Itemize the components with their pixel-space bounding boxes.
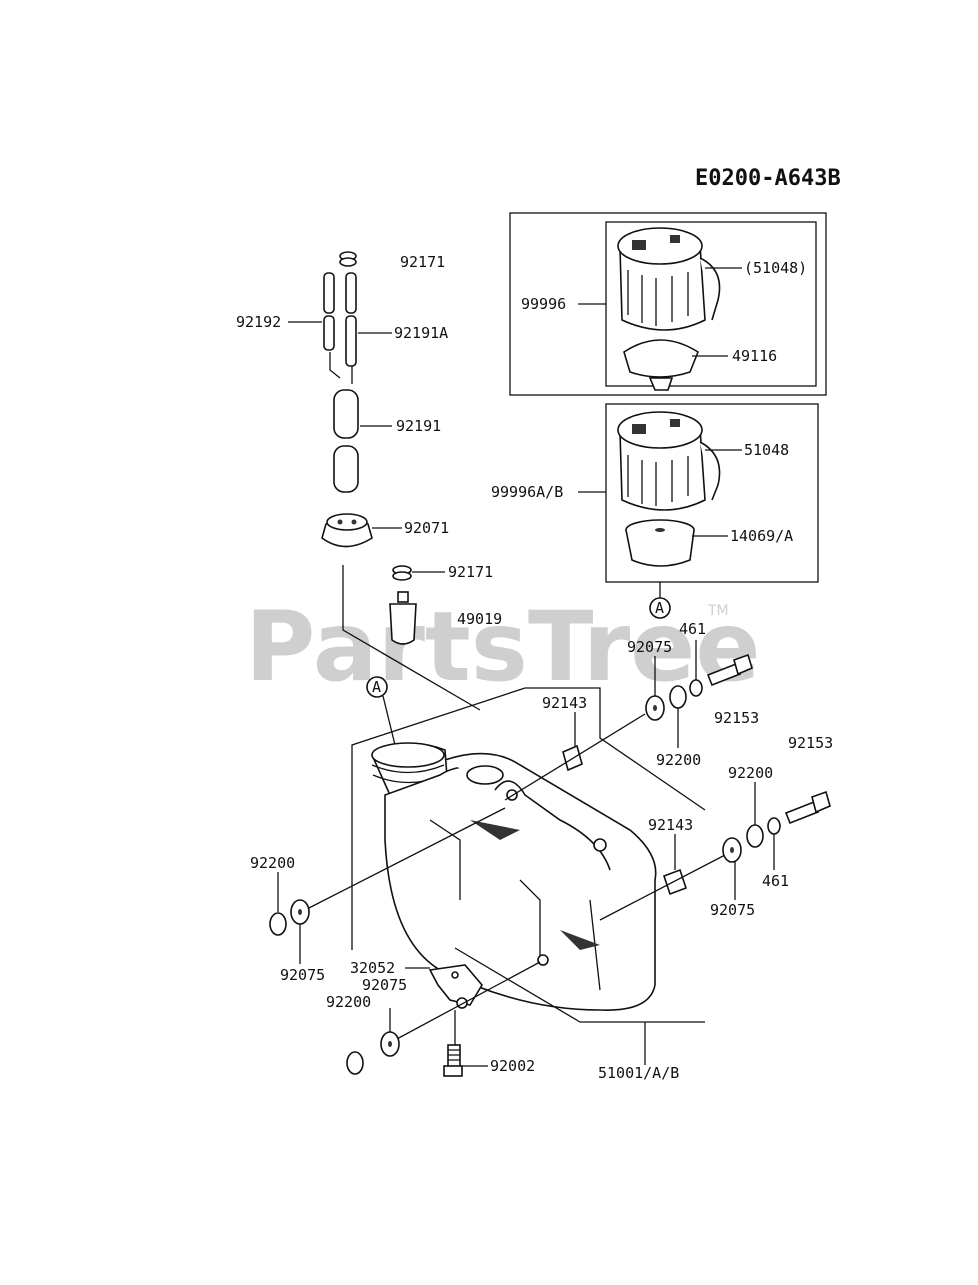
grommet-92071[interactable] [321,513,373,548]
fuel-filter-49019[interactable] [389,591,417,645]
label-92075-top: 92075 [627,638,672,656]
label-92075-left: 92075 [280,966,325,984]
bracket-32052[interactable] [428,964,483,1009]
callout-a-cap[interactable] [649,597,671,619]
label-92200-right: 92200 [728,764,773,782]
washer-92075-right[interactable] [722,837,742,863]
washer-92200-left[interactable] [269,912,287,936]
lockwasher-461-top[interactable] [689,679,703,697]
spring-92171-top[interactable] [339,251,357,267]
label-92200-bottom: 92200 [326,993,371,1011]
label-92192: 92192 [236,313,281,331]
washer-92200-bottom[interactable] [346,1051,364,1075]
label-92200-left: 92200 [250,854,295,872]
bolt-92153-top[interactable] [706,653,753,687]
callout-a-tank[interactable] [366,676,388,698]
label-92075-bottom: 92075 [362,976,407,994]
watermark-tm: TM [707,603,729,619]
fuel-cap-bottom[interactable] [617,411,721,511]
collar-92143-right[interactable] [662,868,688,896]
label-92075-right: 92075 [710,901,755,919]
fuel-pipe-92191A[interactable] [345,272,357,367]
lockwasher-461-right[interactable] [767,817,781,835]
label-49019: 49019 [457,610,502,628]
cap-seal-49116[interactable] [623,339,699,391]
washer-92075-bottom[interactable] [380,1031,400,1057]
label-51048-paren: (51048) [744,259,807,277]
label-14069A: 14069/A [730,527,793,545]
label-461-right: 461 [762,872,789,890]
label-92191: 92191 [396,417,441,435]
label-92191A: 92191A [394,324,448,342]
label-92071: 92071 [404,519,449,537]
label-92002: 92002 [490,1057,535,1075]
watermark: PartsTree [245,591,760,703]
fuel-pipe-92192[interactable] [323,272,335,351]
label-92143-top: 92143 [542,694,587,712]
label-99996: 99996 [521,295,566,313]
label-49116: 49116 [732,347,777,365]
callout-a-tank-label: A [372,678,381,696]
label-92153-a: 92153 [714,709,759,727]
fuel-hose-92191[interactable] [333,389,359,493]
label-92171-top: 92171 [400,253,445,271]
washer-92200-top[interactable] [669,685,687,709]
label-92153-b: 92153 [788,734,833,752]
label-51048: 51048 [744,441,789,459]
washer-92075-top[interactable] [645,695,665,721]
label-32052: 32052 [350,959,395,977]
label-51001AB: 51001/A/B [598,1064,679,1082]
label-461-top: 461 [679,620,706,638]
washer-92075-left[interactable] [290,899,310,925]
washer-92200-right[interactable] [746,824,764,848]
label-92171-mid: 92171 [448,563,493,581]
fuel-tank-51001[interactable] [370,742,657,1011]
cap-gasket-14069A[interactable] [625,519,695,567]
cap-inner-box-bottom [605,403,819,583]
cap-kit-box-99996 [509,212,827,396]
label-92200-top: 92200 [656,751,701,769]
bolt-92153-right[interactable] [784,790,831,825]
bolt-92002[interactable] [443,1044,463,1077]
spring-92171-mid[interactable] [392,565,412,581]
callout-a-cap-label: A [655,599,664,617]
fuel-cap-top[interactable] [617,227,721,331]
diagram-code: E0200-A643B [695,166,841,191]
label-92143-right: 92143 [648,816,693,834]
label-99996AB: 99996A/B [491,483,563,501]
